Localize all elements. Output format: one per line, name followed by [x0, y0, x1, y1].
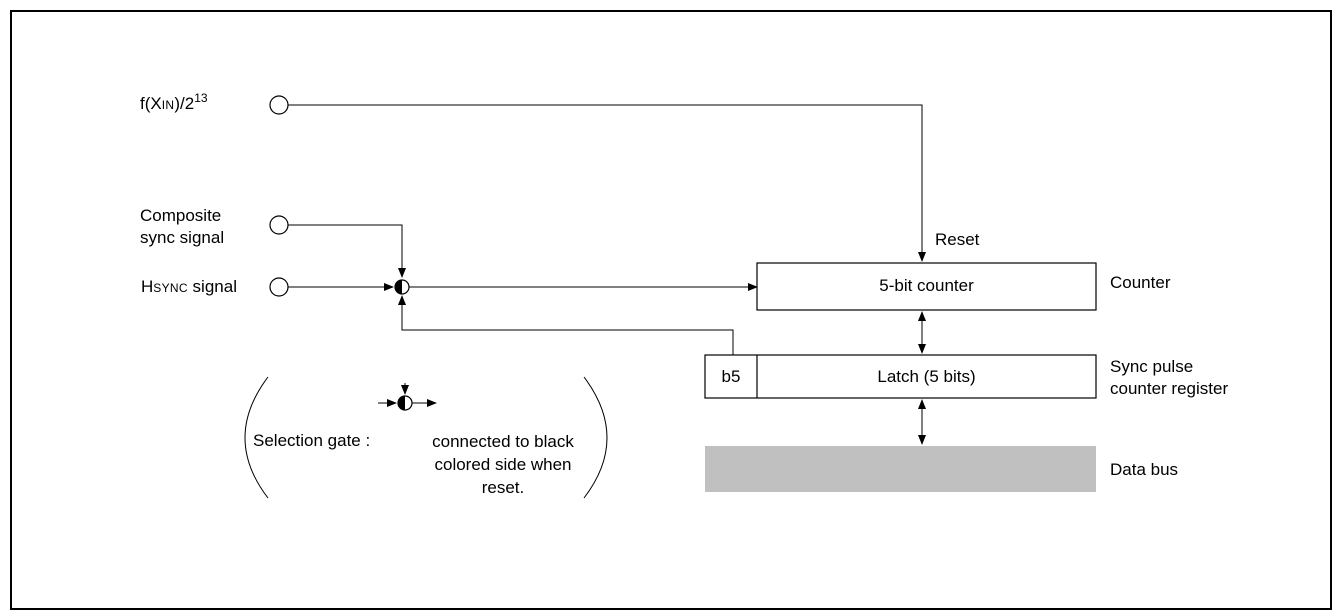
block-diagram — [244, 95, 1097, 499]
composite-input-label: Composite sync signal — [140, 206, 225, 247]
composite-to-gate-line — [288, 224, 406, 278]
selection-gate-description: connected to black colored side when res… — [432, 432, 574, 497]
hsync-input-pin — [269, 277, 289, 297]
clock-input-label: f(XIN)/213 — [140, 91, 208, 113]
clock-to-reset-line — [288, 104, 926, 262]
legend-gate-symbol — [378, 383, 437, 411]
b5-feedback-line — [398, 295, 734, 355]
clock-input-pin — [269, 95, 289, 115]
counter-block — [756, 262, 1097, 311]
counter-block-label: 5-bit counter — [879, 276, 974, 295]
latch-register — [704, 354, 1097, 399]
note-left-paren — [244, 376, 269, 499]
note-right-paren — [583, 376, 608, 499]
latch-block-label: Latch (5 bits) — [877, 367, 976, 386]
hsync-input-label: HSYNC signal — [141, 277, 237, 296]
reset-label: Reset — [935, 230, 980, 249]
data-bus-bar — [705, 446, 1096, 492]
selection-gate-term: Selection gate : — [253, 431, 371, 450]
composite-input-pin — [269, 215, 289, 235]
b5-bit-label: b5 — [721, 367, 741, 386]
register-label: Sync pulse counter register — [1110, 357, 1229, 398]
data-bus-label: Data bus — [1110, 460, 1179, 479]
selection-gate — [394, 279, 410, 295]
counter-label: Counter — [1110, 273, 1171, 292]
